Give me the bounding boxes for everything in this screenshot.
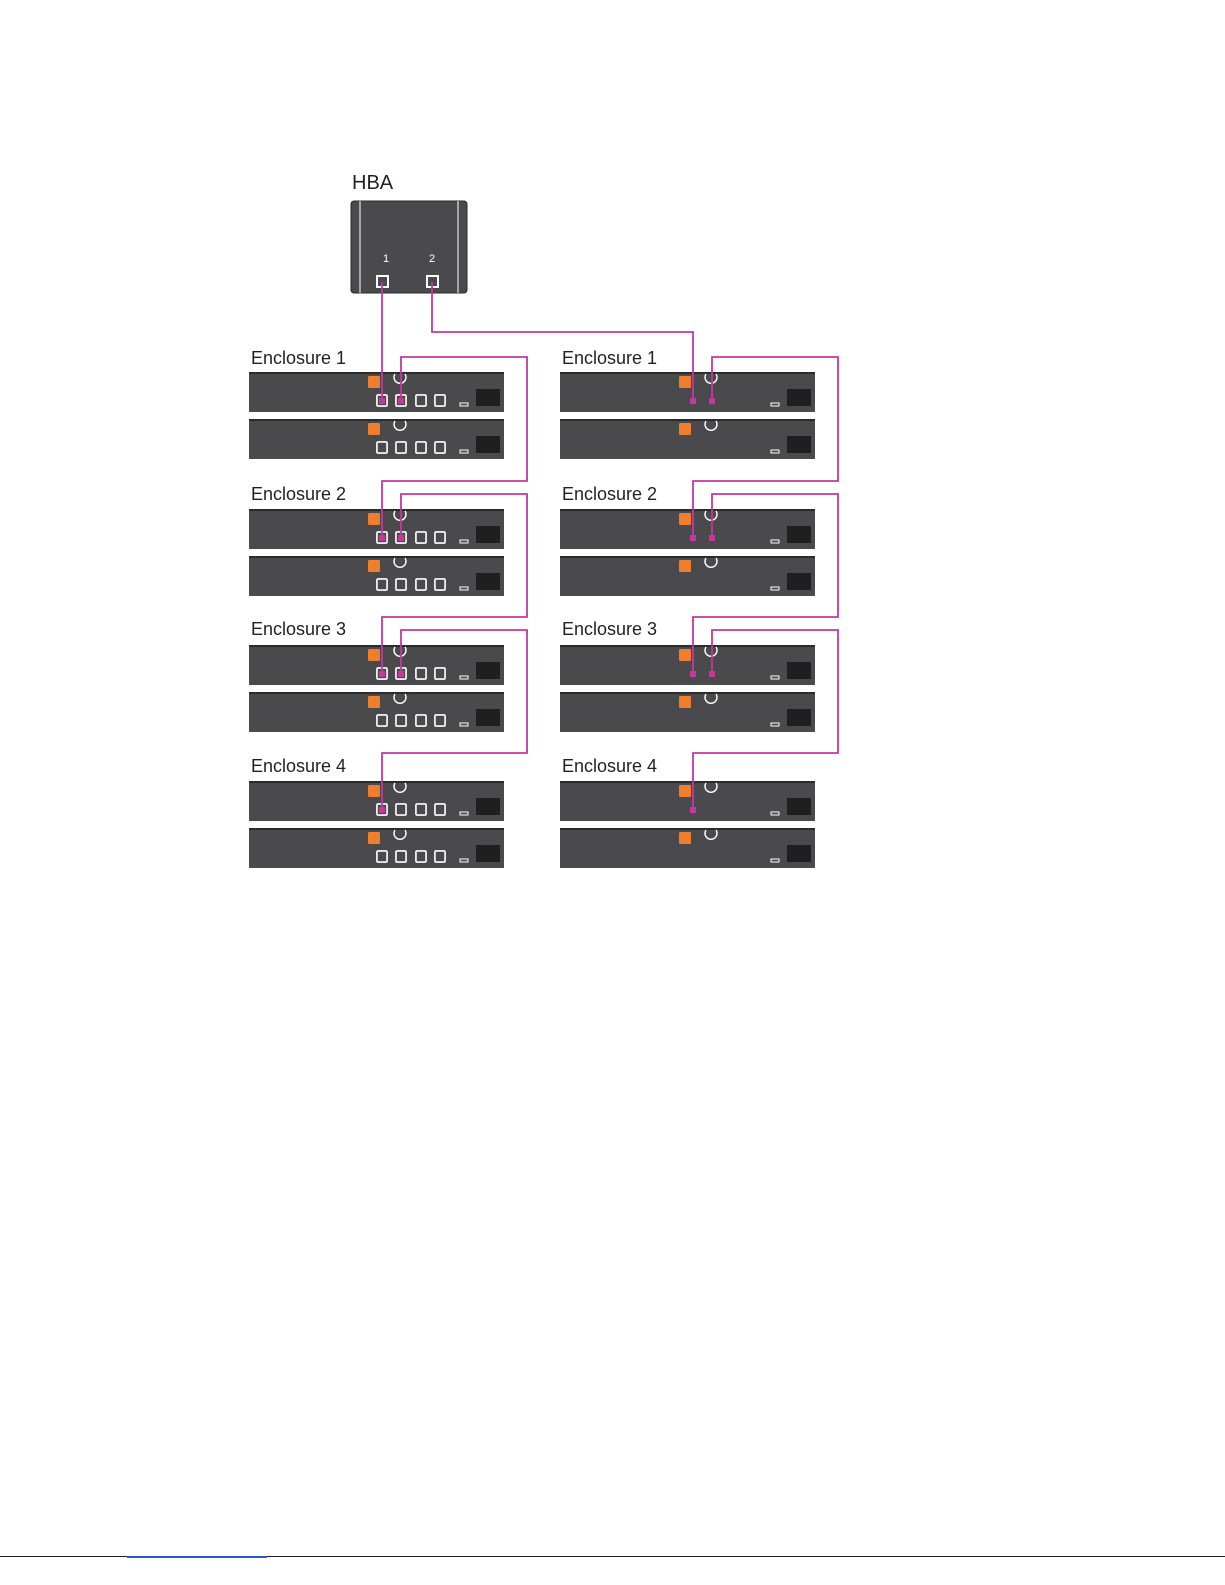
release-latch-icon <box>679 513 691 525</box>
sas-port-4 <box>435 579 445 590</box>
release-latch-icon <box>679 649 691 661</box>
power-connector <box>476 389 500 406</box>
power-connector <box>787 709 811 726</box>
sas-port-2 <box>396 851 406 862</box>
sas-port-1 <box>377 442 387 453</box>
power-connector <box>476 798 500 815</box>
enclosure-label: Enclosure 3 <box>251 619 346 639</box>
power-connector <box>787 662 811 679</box>
cable-plug <box>398 535 404 541</box>
hba-port-2-label: 2 <box>429 253 435 265</box>
power-connector <box>476 845 500 862</box>
power-connector <box>476 436 500 453</box>
cable-plug <box>379 398 385 404</box>
footer-link-underline <box>127 1556 267 1558</box>
cable-plug <box>690 398 696 404</box>
sas-port-2 <box>396 804 406 815</box>
release-latch-icon <box>679 376 691 388</box>
cable-plug <box>690 535 696 541</box>
cable-plugs-layer <box>379 398 715 813</box>
release-latch-icon <box>368 832 380 844</box>
sas-port-3 <box>416 532 426 543</box>
power-connector <box>476 662 500 679</box>
cable-plug <box>690 671 696 677</box>
hba-body <box>351 201 467 293</box>
release-latch-icon <box>679 560 691 572</box>
enclosure-2: Enclosure 2 <box>377 484 815 596</box>
sas-port-4 <box>435 668 445 679</box>
sas-port-3 <box>416 442 426 453</box>
release-latch-icon <box>368 785 380 797</box>
enclosure-3: Enclosure 3 <box>377 619 815 732</box>
sas-port-4 <box>435 442 445 453</box>
enclosure-label: Enclosure 2 <box>251 484 346 504</box>
cable-plug <box>709 398 715 404</box>
power-connector <box>787 526 811 543</box>
sas-port-2 <box>396 579 406 590</box>
release-latch-icon <box>368 560 380 572</box>
cable-plug <box>379 535 385 541</box>
power-connector <box>787 573 811 590</box>
power-connector <box>787 436 811 453</box>
power-connector <box>476 573 500 590</box>
sas-port-1 <box>377 715 387 726</box>
enclosure-label: Enclosure 3 <box>562 619 657 639</box>
cable-plug <box>690 807 696 813</box>
sas-port-3 <box>416 579 426 590</box>
release-latch-icon <box>368 423 380 435</box>
sas-port-3 <box>416 804 426 815</box>
sas-port-1 <box>377 851 387 862</box>
cable-plug <box>709 671 715 677</box>
enclosures-layer: Enclosure 1 Enclosure 2 Enclosure 3 Enclosu… <box>249 348 815 868</box>
sas-port-3 <box>416 668 426 679</box>
enclosure-1: Enclosure 1 <box>377 348 815 459</box>
cable-plug <box>709 535 715 541</box>
sas-port-2 <box>396 442 406 453</box>
release-latch-icon <box>368 376 380 388</box>
enclosure-4: Enclosure 4 <box>377 756 815 868</box>
sas-port-2 <box>396 715 406 726</box>
sas-port-3 <box>416 851 426 862</box>
power-connector <box>787 389 811 406</box>
sas-port-4 <box>435 715 445 726</box>
sas-port-4 <box>435 851 445 862</box>
power-connector <box>787 845 811 862</box>
cable-plug <box>379 671 385 677</box>
power-connector <box>787 798 811 815</box>
release-latch-icon <box>679 696 691 708</box>
sas-port-3 <box>416 715 426 726</box>
release-latch-icon <box>679 785 691 797</box>
enclosure-label: Enclosure 1 <box>562 348 657 368</box>
hba-port-1-label: 1 <box>383 253 389 265</box>
enclosure-label: Enclosure 4 <box>562 756 657 776</box>
hba-label: HBA <box>352 172 394 194</box>
cable-plug <box>398 398 404 404</box>
cable-plug <box>379 807 385 813</box>
cable-plug <box>398 671 404 677</box>
sas-port-1 <box>377 579 387 590</box>
power-connector <box>476 526 500 543</box>
release-latch-icon <box>679 423 691 435</box>
power-connector <box>476 709 500 726</box>
enclosure-label: Enclosure 4 <box>251 756 346 776</box>
enclosure-label: Enclosure 1 <box>251 348 346 368</box>
enclosure-label: Enclosure 2 <box>562 484 657 504</box>
hba-card: HBA 1 2 <box>351 172 467 293</box>
release-latch-icon <box>679 832 691 844</box>
sas-port-4 <box>435 804 445 815</box>
release-latch-icon <box>368 513 380 525</box>
sas-port-3 <box>416 395 426 406</box>
release-latch-icon <box>368 649 380 661</box>
sas-port-4 <box>435 395 445 406</box>
sas-port-4 <box>435 532 445 543</box>
chain-1: Enclosure 1 Enclosure 2 Enclosure 3 Enclosu… <box>249 348 504 868</box>
release-latch-icon <box>368 696 380 708</box>
